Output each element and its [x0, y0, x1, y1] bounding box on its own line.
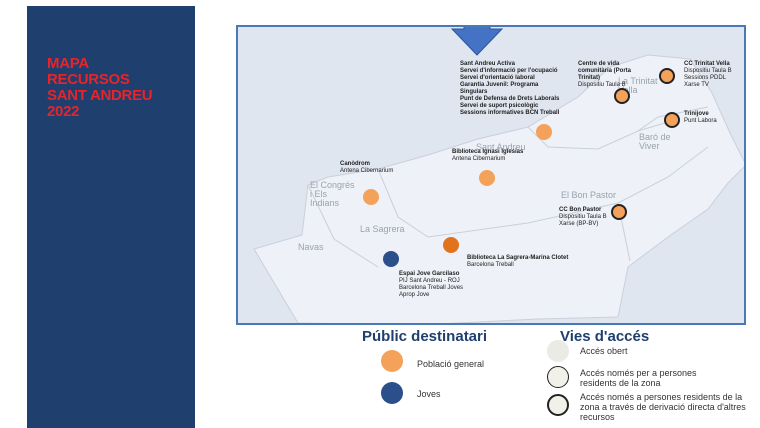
resource-details: PIJ Sant Andreu - ROJ Barcelona Treball … — [399, 278, 464, 298]
resource-details: Barcelona Treball — [467, 262, 514, 268]
resource-title: Canòdrom — [340, 161, 370, 167]
legend-general-label: Població general — [417, 359, 485, 369]
legend-access-title: Vies d'accés — [560, 328, 650, 345]
resource-details: Dispositiu Taula B — [578, 82, 626, 88]
resource-label: Centre de vida comunitària (Porta Trinit… — [578, 61, 631, 89]
resource-details: Dispositiu Taula B Sessions PDDL Xarse T… — [684, 68, 732, 88]
legend-public-title: Públic destinatari — [362, 328, 488, 345]
resource-details: Servei d'informació per l'ocupació Serve… — [460, 68, 560, 116]
sidebar-panel: MAPA RECURSOS SANT ANDREU 2022 — [27, 6, 195, 428]
legend-derivation-icon — [547, 394, 569, 416]
district-map — [253, 54, 744, 323]
resource-details: Antena Cibernarium — [452, 156, 506, 162]
resource-marker[interactable] — [659, 68, 675, 84]
district-label: Sant Andreu — [476, 142, 526, 152]
resource-details: Punt Labora — [684, 118, 717, 124]
resource-marker[interactable] — [664, 112, 680, 128]
resource-marker[interactable] — [611, 204, 627, 220]
district-label: Baró de Viver — [639, 132, 671, 151]
map-title: MAPA RECURSOS SANT ANDREU 2022 — [47, 55, 153, 120]
resource-marker[interactable] — [479, 170, 495, 186]
district-label: La Sagrera — [360, 224, 405, 234]
legend-derivation-label: Accés només a persones residents de la z… — [580, 392, 746, 422]
district-label: El Congrés i Els Indians — [310, 180, 355, 208]
resource-marker[interactable] — [363, 189, 379, 205]
resource-title: Centre de vida comunitària (Porta Trinit… — [578, 61, 632, 81]
resource-marker[interactable] — [443, 237, 459, 253]
legend-joves-icon — [381, 382, 403, 404]
legend-general-icon — [381, 350, 403, 372]
district-label: El Bon Pastor — [561, 190, 617, 200]
border-line — [307, 184, 379, 268]
legend-open-access-icon — [547, 340, 569, 362]
resource-details: Antena Cibernarium — [340, 168, 394, 174]
map-frame[interactable]: Sant Andreu La Trinitat Vella Baró de Vi… — [236, 25, 746, 325]
district-area — [253, 54, 744, 323]
legend-open-access-label: Accés obert — [580, 346, 628, 356]
resource-marker-joves[interactable] — [383, 251, 399, 267]
north-arrow-icon — [450, 27, 504, 56]
resource-title: Biblioteca Ignasi Iglesias — [452, 149, 524, 155]
resource-details: Dispositiu Taula B Xarse (BP-BV) — [559, 214, 607, 227]
resource-marker[interactable] — [614, 88, 630, 104]
resource-title: Trinijove — [684, 111, 709, 117]
legend-residents-label: Accés només per a persones residents de … — [580, 368, 697, 388]
legend-joves-label: Joves — [417, 389, 441, 399]
border-line — [377, 146, 709, 238]
border-line — [637, 106, 709, 132]
resource-marker[interactable] — [536, 124, 552, 140]
legend-residents-icon — [547, 366, 569, 388]
resource-title: Sant Andreu Activa — [460, 61, 515, 67]
resource-title: CC Bon Pastor — [559, 207, 602, 213]
border-line — [527, 118, 679, 150]
resource-title: CC Trinitat Vella — [684, 61, 730, 67]
resource-title: Espai Jove Garcilaso — [399, 271, 460, 277]
resource-title: Biblioteca La Sagrera-Marina Clotet — [467, 255, 569, 261]
district-label: Navas — [298, 242, 324, 252]
